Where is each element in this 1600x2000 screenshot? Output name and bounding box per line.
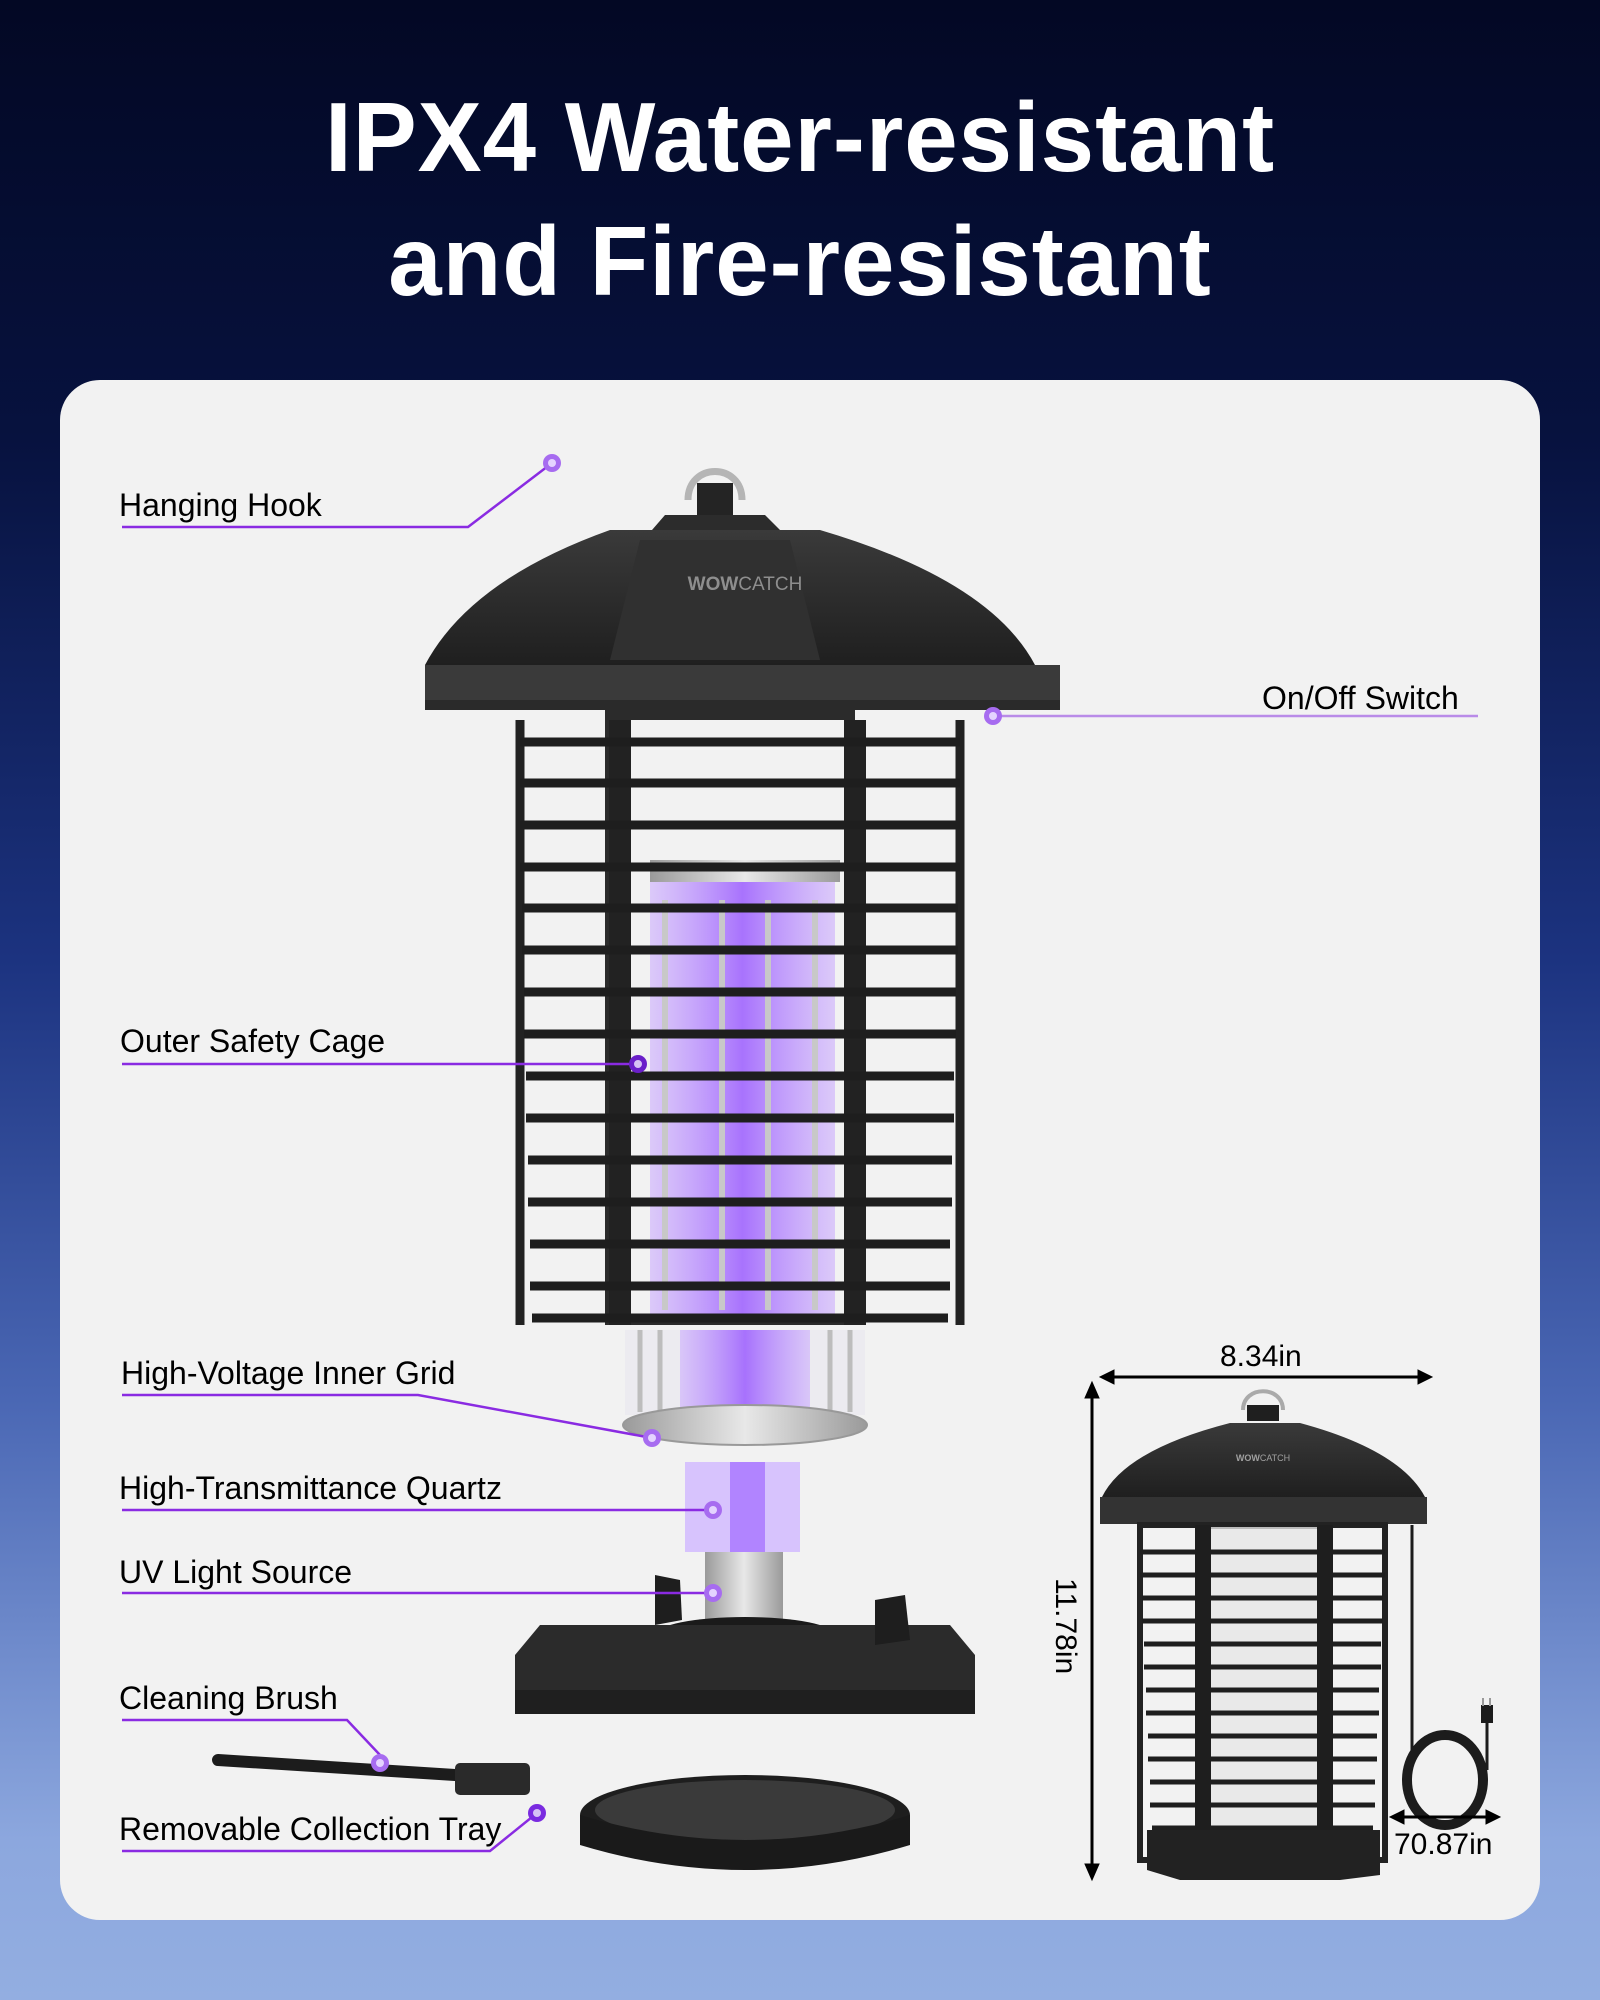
svg-text:WOWCATCH: WOWCATCH [688,574,803,595]
svg-text:WOWCATCH: WOWCATCH [1236,1453,1290,1463]
dimension-height: 11.78in [1049,1578,1082,1675]
callout-lines [122,462,1478,1853]
callout-inner-grid: High-Voltage Inner Grid [121,1355,456,1391]
callout-quartz: High-Transmittance Quartz [119,1470,502,1506]
page-title-line1: IPX4 Water-resistant [324,82,1276,192]
callout-uv-light-source: UV Light Source [119,1554,353,1590]
callout-outer-safety-cage: Outer Safety Cage [120,1023,386,1059]
dimension-cord-length: 70.87in [1394,1828,1493,1861]
callout-collection-tray: Removable Collection Tray [119,1811,502,1847]
callout-cleaning-brush: Cleaning Brush [119,1680,338,1716]
assembled-product: WOWCATCH [1100,1389,1493,1880]
hook-ring-icon [684,468,746,501]
callout-dots [371,454,1002,1822]
callout-hanging-hook: Hanging Hook [119,487,322,523]
page-title-line2: and Fire-resistant [388,206,1212,316]
callout-on-off-switch: On/Off Switch [1262,680,1459,716]
arrow-left-icon [1098,1369,1115,1385]
dimension-width: 8.34in [1220,1340,1302,1373]
arrow-up-icon [1084,1380,1100,1399]
main-product: WOWCATCH [212,468,1060,1870]
arrow-right-icon [1417,1369,1434,1385]
arrow-down-icon [1084,1863,1100,1882]
dimension-arrows [1084,1369,1502,1882]
